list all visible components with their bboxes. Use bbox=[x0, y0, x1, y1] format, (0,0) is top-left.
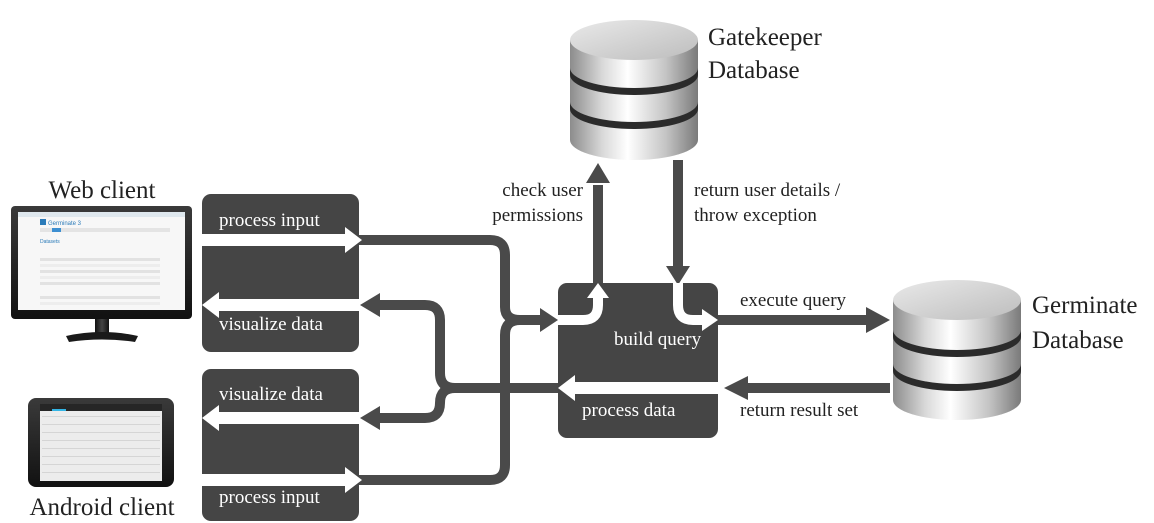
tablet-row bbox=[42, 456, 160, 457]
germinate-database-icon bbox=[893, 280, 1021, 420]
web-table-row bbox=[40, 276, 160, 279]
label-bottom-visualize-data: visualize data bbox=[219, 384, 323, 405]
gatekeeper-label-line1: Gatekeeper bbox=[708, 24, 822, 51]
center-path-to-gatekeeper bbox=[558, 296, 603, 325]
center-head-right bbox=[702, 309, 718, 331]
dark-arrowheads bbox=[360, 163, 890, 430]
web-table-row bbox=[40, 282, 160, 285]
white-arrows bbox=[202, 227, 718, 493]
web-table-row bbox=[40, 296, 160, 299]
label-process-data: process data bbox=[582, 400, 676, 421]
label-top-visualize-data: visualize data bbox=[219, 314, 323, 335]
web-table-row bbox=[40, 264, 160, 267]
tablet-row bbox=[42, 416, 160, 417]
web-client-label: Web client bbox=[49, 177, 156, 204]
germinate-cyl-top bbox=[893, 280, 1021, 320]
label-top-process-input: process input bbox=[219, 210, 321, 231]
gatekeeper-band-1 bbox=[570, 68, 698, 95]
center-white-heads bbox=[587, 283, 718, 331]
label-bottom-process-input: process input bbox=[219, 487, 321, 508]
edge-return-user-line1: return user details / bbox=[694, 180, 841, 201]
edge-return-result-set: return result set bbox=[740, 400, 859, 421]
monitor-icon: Germinate 3 Datasets bbox=[11, 206, 192, 342]
monitor-screen-nav bbox=[40, 228, 170, 232]
germinate-label-line1: Germinate bbox=[1032, 292, 1138, 319]
arrowhead-to-bottom-visualize bbox=[360, 406, 380, 430]
arrowhead-to-top-visualize bbox=[360, 293, 380, 317]
tablet-row bbox=[42, 464, 160, 465]
android-client-label: Android client bbox=[29, 494, 174, 521]
monitor-screen-nav-active bbox=[52, 228, 61, 232]
tablet-icon bbox=[28, 398, 174, 487]
germinate-band-2 bbox=[893, 364, 1021, 391]
center-head-up bbox=[587, 283, 609, 298]
monitor-screen-logo-mark bbox=[40, 219, 46, 225]
arrowhead-result-into-center bbox=[724, 376, 748, 400]
monitor-stand-base bbox=[66, 332, 138, 342]
tablet-row bbox=[42, 448, 160, 449]
gatekeeper-label-line2: Database bbox=[708, 57, 800, 84]
connector-bottom-input-to-center bbox=[355, 315, 521, 485]
monitor-screen-logo: Germinate 3 bbox=[48, 221, 82, 227]
germinate-label-line2: Database bbox=[1032, 327, 1124, 354]
germinate-band-1 bbox=[893, 330, 1021, 357]
tablet-row bbox=[42, 424, 160, 425]
tablet-screen-tabbar bbox=[40, 404, 162, 411]
arrowhead-to-gatekeeper bbox=[586, 163, 610, 183]
edge-check-user-line1: check user bbox=[502, 180, 583, 201]
tablet-row bbox=[42, 432, 160, 433]
box-top-left bbox=[202, 194, 359, 352]
tablet-row bbox=[42, 440, 160, 441]
label-build-query: build query bbox=[614, 329, 702, 350]
arrow-bottom-visualize-data bbox=[202, 405, 359, 431]
center-path-from-gatekeeper bbox=[673, 283, 704, 325]
arrowhead-into-center bbox=[540, 308, 558, 332]
tablet-screen-rows bbox=[42, 416, 160, 473]
monitor-screen-table bbox=[40, 258, 160, 305]
edge-execute-query: execute query bbox=[740, 290, 847, 311]
gatekeeper-cyl-top bbox=[570, 20, 698, 60]
arrow-center-process-data bbox=[558, 375, 718, 401]
gatekeeper-database-icon bbox=[570, 20, 698, 160]
arrow-top-process-input bbox=[202, 227, 362, 253]
web-table-row bbox=[40, 258, 160, 261]
box-center bbox=[558, 283, 718, 438]
connector-process-data-to-bottom-visualize bbox=[380, 383, 456, 423]
web-table-row bbox=[40, 302, 160, 305]
gatekeeper-band-2 bbox=[570, 102, 698, 129]
edge-check-user-line2: permissions bbox=[492, 205, 583, 226]
tablet-row bbox=[42, 472, 160, 473]
monitor-screen-topbar bbox=[18, 212, 185, 217]
arrow-bottom-process-input bbox=[202, 467, 362, 493]
tablet-screen bbox=[40, 404, 162, 481]
dark-connectors bbox=[355, 160, 890, 485]
center-white-paths bbox=[558, 283, 704, 325]
web-table-row bbox=[40, 270, 160, 273]
tablet-screen-tab-active bbox=[52, 409, 66, 411]
edge-return-user-line2: throw exception bbox=[694, 205, 817, 226]
arrowhead-into-build-query bbox=[666, 266, 690, 285]
arrow-top-visualize-data bbox=[202, 292, 359, 318]
monitor-screen-heading: Datasets bbox=[40, 239, 60, 245]
monitor-stand-neck bbox=[95, 319, 109, 333]
gatekeeper-cyl-body bbox=[570, 40, 698, 160]
germinate-cyl-body bbox=[893, 300, 1021, 420]
arrowhead-to-germinate bbox=[866, 307, 890, 333]
